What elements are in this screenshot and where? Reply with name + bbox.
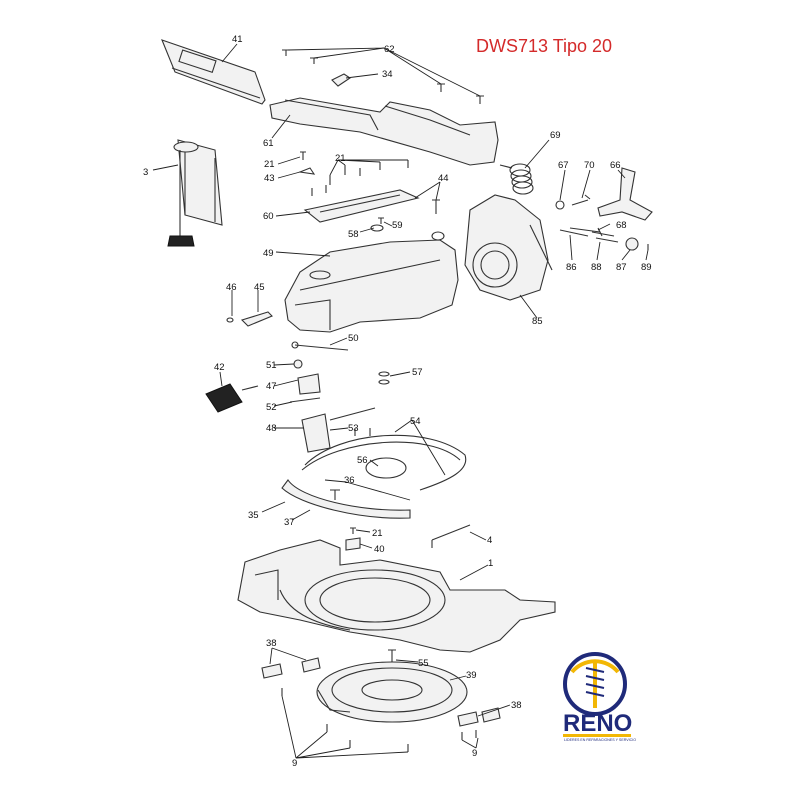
callout-3: 3 <box>143 167 148 178</box>
callout-89: 89 <box>641 262 652 273</box>
part-4-pin <box>431 524 471 548</box>
callout-67: 67 <box>558 160 569 171</box>
callout-38-b: 38 <box>511 700 522 711</box>
callout-4: 4 <box>487 535 492 546</box>
callout-39: 39 <box>466 670 477 681</box>
part-38-right <box>457 707 501 727</box>
logo-tagline: LIDERES EN REPARACIONES Y SERVICIO <box>564 738 636 742</box>
callout-87: 87 <box>616 262 627 273</box>
part-35-37-scale <box>281 479 411 519</box>
callout-55: 55 <box>418 658 429 669</box>
logo-bit-icon <box>593 660 597 708</box>
callout-59: 59 <box>392 220 403 231</box>
callout-45: 45 <box>254 282 265 293</box>
part-9-screws <box>281 688 477 752</box>
callout-34: 34 <box>382 69 393 80</box>
part-49-table <box>284 231 459 333</box>
part-45-46 <box>226 311 273 327</box>
callout-53: 53 <box>348 423 359 434</box>
logo-ring <box>563 652 627 716</box>
center-parts <box>205 359 390 453</box>
part-38-left <box>261 657 321 679</box>
callout-88: 88 <box>591 262 602 273</box>
callout-labels: 41 62 34 61 3 21 21 43 69 67 70 66 44 60… <box>143 34 652 769</box>
callout-21-c: 21 <box>372 528 383 539</box>
callout-48: 48 <box>266 423 277 434</box>
part-39-disk <box>316 661 468 723</box>
callout-50: 50 <box>348 333 359 344</box>
part-34-clip <box>331 73 351 87</box>
callout-38-a: 38 <box>266 638 277 649</box>
callout-42: 42 <box>214 362 225 373</box>
callout-9-a: 9 <box>292 758 297 769</box>
part-21-40 <box>345 527 361 551</box>
callout-70: 70 <box>584 160 595 171</box>
callout-68: 68 <box>616 220 627 231</box>
callout-62: 62 <box>384 44 395 55</box>
callout-57: 57 <box>412 367 423 378</box>
callout-61: 61 <box>263 138 274 149</box>
callout-60: 60 <box>263 211 274 222</box>
callout-21-b: 21 <box>335 153 346 164</box>
callout-69: 69 <box>550 130 561 141</box>
callout-52: 52 <box>266 402 277 413</box>
part-54-56 <box>301 434 467 491</box>
callout-66: 66 <box>610 160 621 171</box>
callout-41: 41 <box>232 34 243 45</box>
callout-35: 35 <box>248 510 259 521</box>
callout-54: 54 <box>410 416 421 427</box>
callout-43: 43 <box>264 173 275 184</box>
part-21-43-screws <box>297 151 409 196</box>
part-44-58-59 <box>370 199 440 232</box>
callout-58: 58 <box>348 229 359 240</box>
part-69-spring <box>499 163 534 195</box>
callout-46: 46 <box>226 282 237 293</box>
part-60-rail <box>303 189 420 223</box>
part-85-bevel-bracket <box>464 194 553 301</box>
callout-1: 1 <box>488 558 493 569</box>
callout-36: 36 <box>344 475 355 486</box>
right-side-parts <box>555 167 653 251</box>
leader-lines <box>152 43 649 759</box>
part-1-base <box>237 539 556 653</box>
part-50-rod <box>291 341 349 351</box>
callout-47: 47 <box>266 381 277 392</box>
callout-37: 37 <box>284 517 295 528</box>
callout-9-b: 9 <box>472 748 477 759</box>
callout-21-a: 21 <box>264 159 275 170</box>
callout-44: 44 <box>438 173 449 184</box>
callout-56: 56 <box>357 455 368 466</box>
callout-49: 49 <box>263 248 274 259</box>
callout-40: 40 <box>374 544 385 555</box>
callout-51: 51 <box>266 360 277 371</box>
callout-85: 85 <box>532 316 543 327</box>
reno-logo: RENO LIDERES EN REPARACIONES Y SERVICIO <box>563 652 636 742</box>
part-41-plate <box>161 39 266 105</box>
logo-name: RENO <box>563 710 632 737</box>
callout-86: 86 <box>566 262 577 273</box>
part-3-clamp <box>167 139 223 247</box>
part-61-arm-housing <box>269 97 499 166</box>
diagram-title: DWS713 Tipo 20 <box>476 36 613 56</box>
